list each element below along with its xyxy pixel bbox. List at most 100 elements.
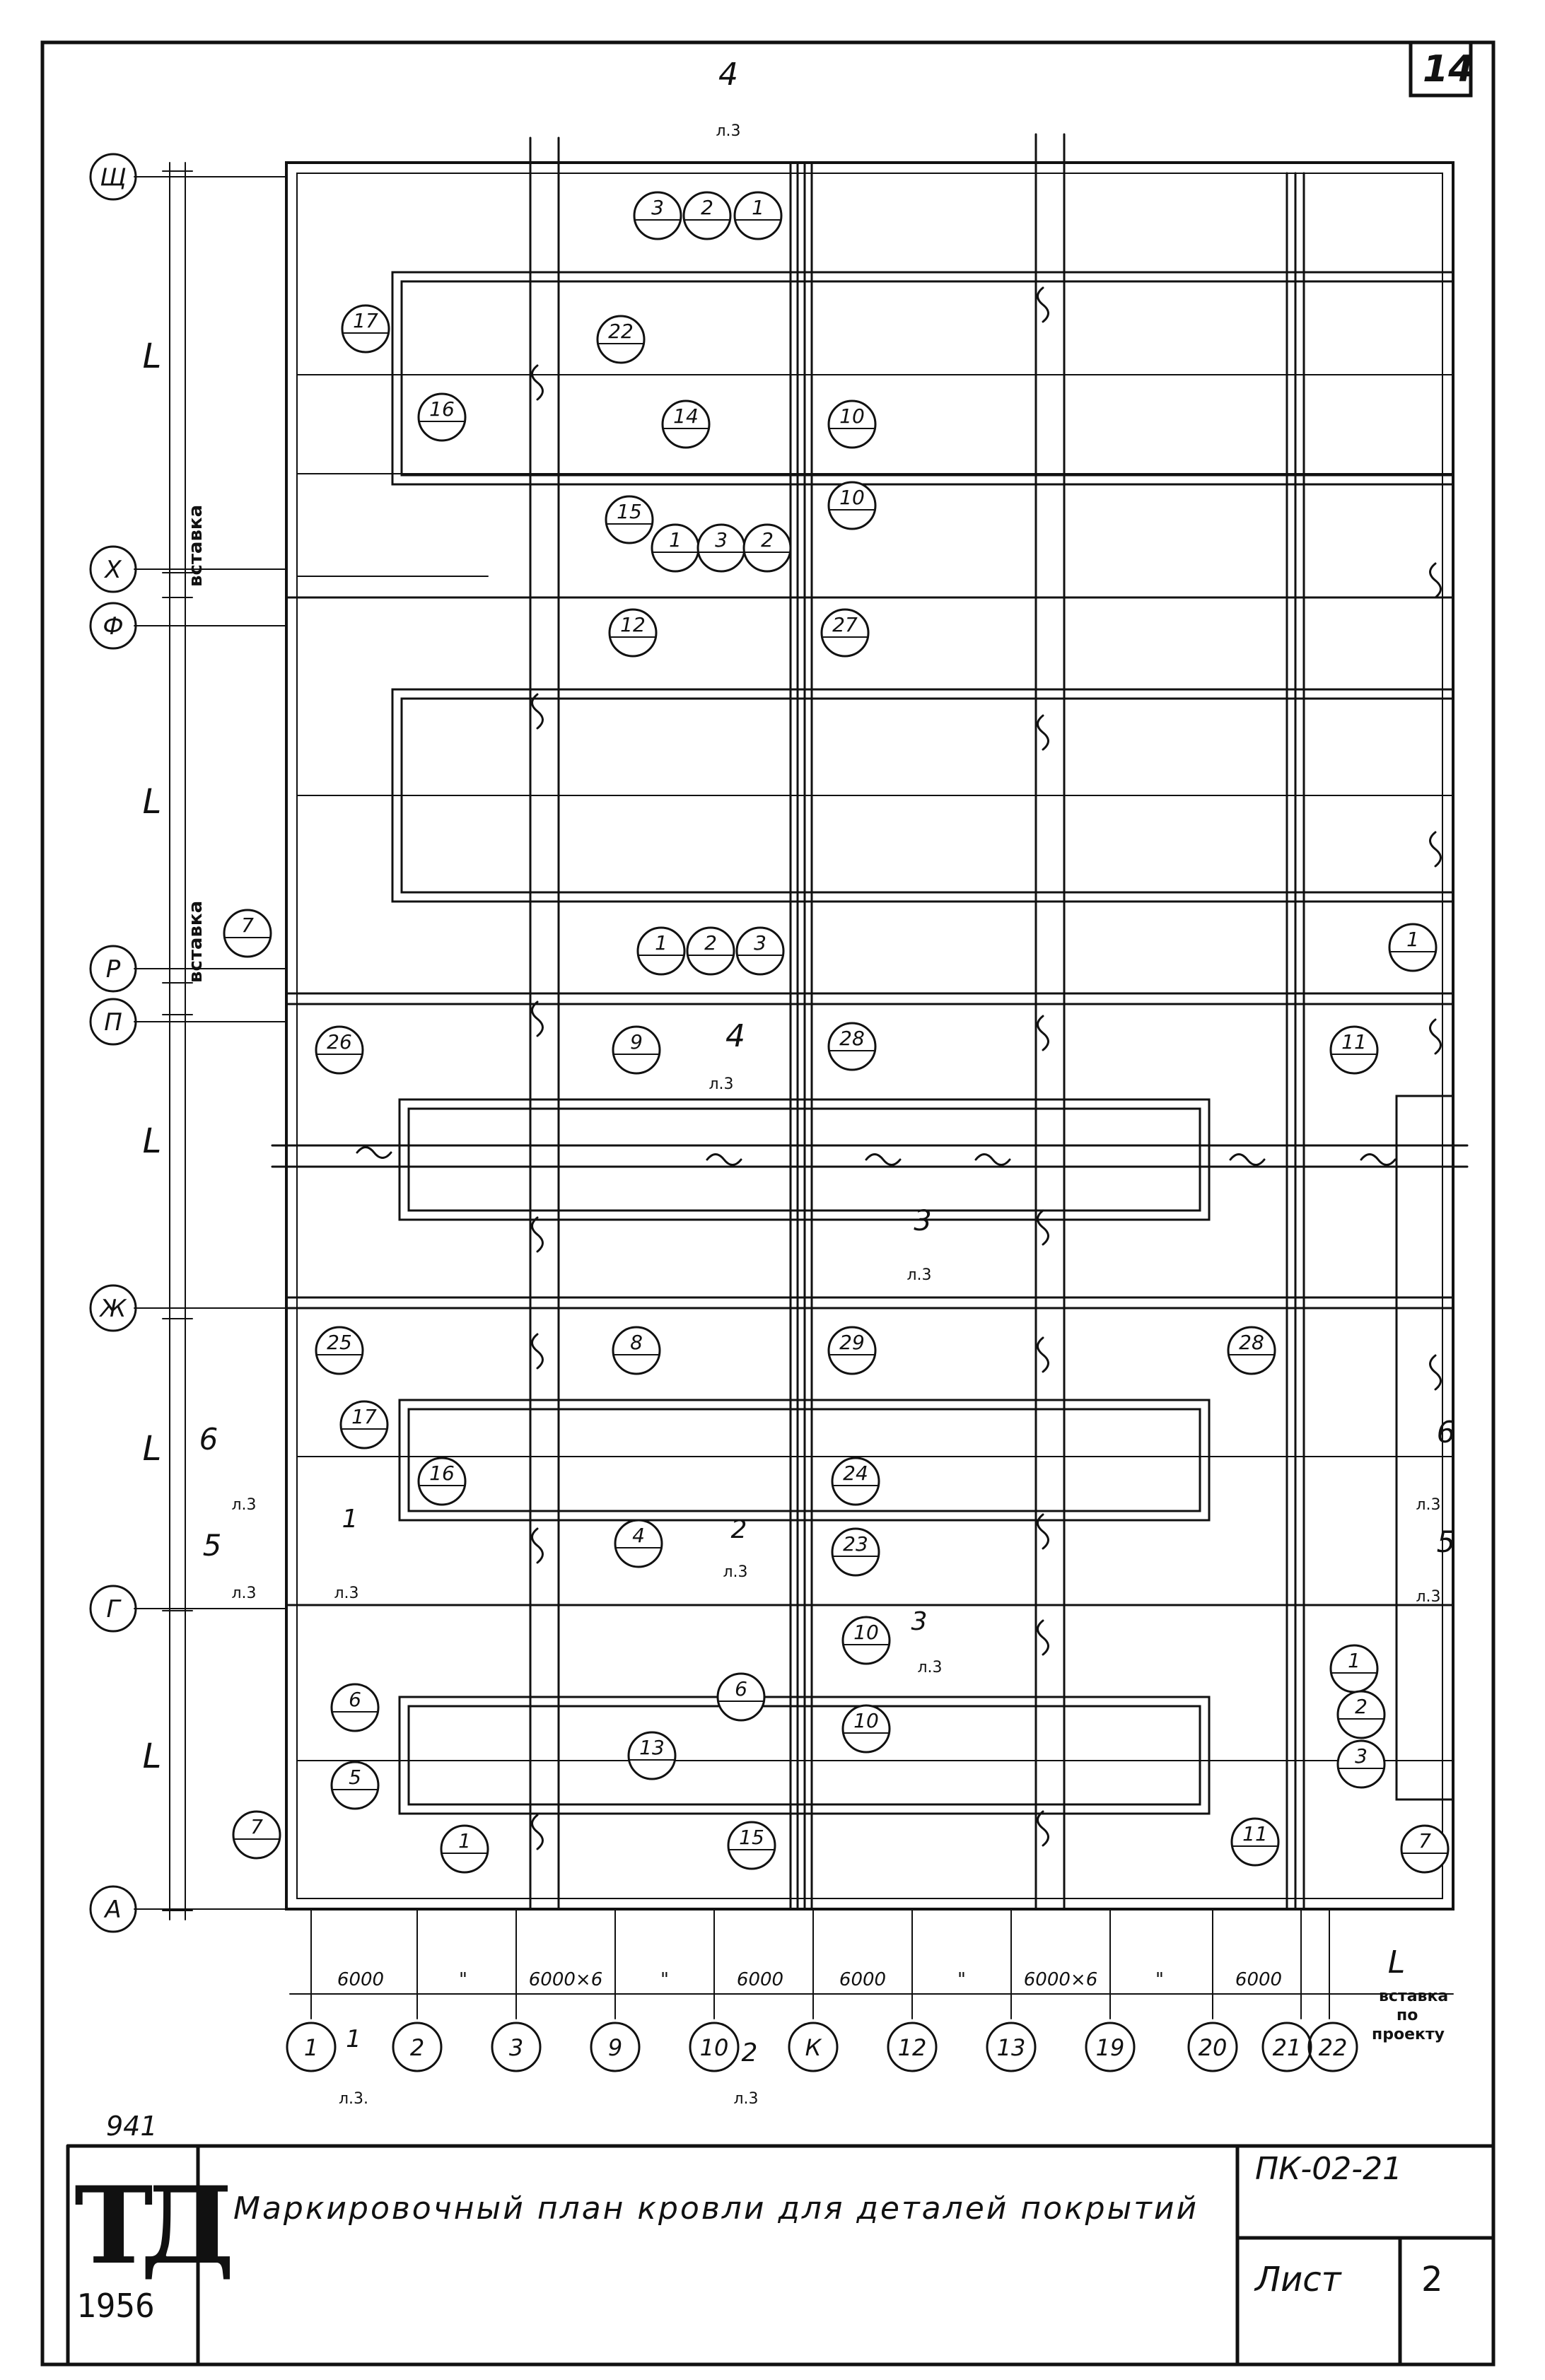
dimension-label: L bbox=[1388, 1944, 1406, 1981]
svg-text:4: 4 bbox=[718, 57, 738, 93]
part-mark-label: 16 bbox=[429, 397, 455, 421]
insert-note-line: по bbox=[1397, 2007, 1418, 2024]
break-line bbox=[271, 1144, 1469, 1168]
part-mark-bubble: 2 bbox=[682, 191, 732, 240]
part-mark-bubble: 2 bbox=[686, 926, 735, 976]
column-lines bbox=[529, 133, 1305, 1911]
svg-text:л.3: л.3 bbox=[709, 1075, 733, 1093]
row-axis-labels: Щ Х Ф Р П Ж Г А bbox=[99, 163, 127, 1924]
part-mark-bubble: 3 bbox=[633, 191, 682, 240]
part-mark-bubble: 1 bbox=[440, 1824, 489, 1874]
bottom-dimension bbox=[289, 1908, 1454, 2019]
part-mark-bubble: 1 bbox=[636, 926, 686, 976]
part-mark-label: 5 bbox=[349, 1766, 361, 1789]
publication-year: 1956 bbox=[76, 2287, 155, 2325]
part-mark-label: 9 bbox=[630, 1030, 643, 1054]
part-mark-bubble: 17 bbox=[341, 304, 390, 354]
part-mark-bubble: 5 bbox=[330, 1761, 380, 1810]
row-axis-label: А bbox=[103, 1896, 121, 1924]
section-marks: 4л.3 4л.3 3л.3 6л.3 5л.3 1л.3 2л.3 3л.3 … bbox=[199, 57, 1456, 2108]
part-mark-label: 3 bbox=[715, 528, 728, 552]
svg-text:5: 5 bbox=[203, 1528, 222, 1563]
part-mark-bubble: 3 bbox=[1336, 1739, 1386, 1789]
part-mark-label: 11 bbox=[1341, 1030, 1367, 1054]
part-mark-label: 1 bbox=[1348, 1649, 1360, 1672]
part-mark-label: 7 bbox=[241, 914, 254, 937]
part-mark-label: 10 bbox=[839, 404, 865, 428]
column-axis-label: 13 bbox=[997, 2034, 1026, 2061]
dimension-label: 6000×6 bbox=[1024, 1969, 1098, 1990]
insert-note-line: проекту bbox=[1372, 2026, 1445, 2043]
part-mark-label: 1 bbox=[1406, 928, 1419, 951]
span-label: L bbox=[143, 782, 162, 822]
part-mark-bubble: 6 bbox=[716, 1672, 766, 1722]
page-number-box bbox=[1409, 40, 1473, 98]
column-axis-labels: 1 2 3 9 10 К 12 13 19 20 21 22 bbox=[304, 2034, 1348, 2061]
section-mark: 3л.3 bbox=[906, 1205, 931, 1284]
part-mark-bubble: 25 bbox=[315, 1326, 364, 1375]
row-beams bbox=[285, 596, 1454, 1606]
part-mark-label: 2 bbox=[761, 528, 774, 552]
dimension-labels: 6000 " 6000×6 " 6000 6000 " 6000×6 " 600… bbox=[337, 1944, 1405, 1990]
dimension-label: 6000 bbox=[1235, 1969, 1282, 1990]
part-mark-label: 6 bbox=[349, 1688, 361, 1711]
row-axis-label: Г bbox=[107, 1595, 122, 1623]
part-mark-bubble: 10 bbox=[841, 1704, 891, 1754]
part-mark-label: 28 bbox=[839, 1027, 865, 1050]
part-mark-label: 11 bbox=[1242, 1822, 1268, 1845]
part-mark-bubble: 16 bbox=[417, 1457, 467, 1506]
column-axis-label: 10 bbox=[700, 2034, 729, 2061]
column-axis-label: 1 bbox=[304, 2034, 318, 2061]
part-mark-bubble: 6 bbox=[330, 1683, 380, 1732]
dimension-label: " bbox=[1155, 1969, 1164, 1990]
column-axis-label: 9 bbox=[608, 2034, 622, 2061]
part-mark-label: 3 bbox=[754, 931, 766, 955]
row-axis-leaders bbox=[134, 176, 287, 1910]
part-mark-label: 1 bbox=[458, 1829, 471, 1853]
row-axis-label: Р bbox=[106, 955, 121, 984]
column-axis-label: 20 bbox=[1199, 2034, 1228, 2061]
section-mark: 1л.3. bbox=[339, 2025, 368, 2108]
part-mark-bubble: 1 bbox=[1329, 1644, 1379, 1693]
part-mark-label: 7 bbox=[250, 1815, 263, 1838]
dimension-label: 6000×6 bbox=[529, 1969, 603, 1990]
part-mark-bubble: 3 bbox=[735, 926, 785, 976]
drawing-title: Маркировочный план кровли для деталей по… bbox=[233, 2191, 1199, 2227]
svg-text:л.3: л.3 bbox=[906, 1266, 931, 1284]
section-mark: 4л.3 bbox=[716, 57, 740, 140]
part-mark-bubble: 12 bbox=[608, 608, 658, 658]
span-label: L bbox=[143, 1121, 162, 1161]
section-mark: 5л.3 bbox=[1416, 1524, 1455, 1606]
column-axis-label: 3 bbox=[509, 2034, 523, 2061]
part-mark-bubble: 10 bbox=[827, 399, 877, 449]
sheet-frame bbox=[40, 40, 1496, 2367]
part-mark-bubble: 24 bbox=[831, 1457, 880, 1506]
dimension-label: 6000 bbox=[839, 1969, 886, 1990]
part-mark-bubble: 15 bbox=[605, 495, 654, 544]
row-axis-label: Щ bbox=[100, 163, 126, 192]
part-mark-bubble: 29 bbox=[827, 1326, 877, 1375]
part-mark-bubble: 26 bbox=[315, 1025, 364, 1075]
part-mark-bubble: 10 bbox=[827, 481, 877, 530]
dimension-label: " bbox=[459, 1969, 467, 1990]
svg-text:л.3: л.3 bbox=[1416, 1588, 1440, 1606]
part-mark-bubble: 1 bbox=[1388, 923, 1438, 972]
part-mark-label: 25 bbox=[327, 1331, 352, 1354]
section-mark: 6л.3 bbox=[1416, 1415, 1455, 1514]
part-mark-label: 12 bbox=[620, 613, 646, 636]
part-mark-bubble: 2 bbox=[1336, 1690, 1386, 1739]
part-mark-bubble: 14 bbox=[661, 399, 711, 449]
svg-text:4: 4 bbox=[725, 1018, 745, 1054]
part-mark-label: 10 bbox=[853, 1709, 879, 1732]
section-mark: 2л.3 bbox=[723, 1515, 747, 1581]
column-axis-label: 21 bbox=[1273, 2034, 1302, 2061]
part-mark-label: 3 bbox=[1355, 1744, 1368, 1768]
part-mark-bubble: 3 bbox=[696, 523, 746, 573]
dimension-label: " bbox=[957, 1969, 966, 1990]
dimension-label: " bbox=[660, 1969, 669, 1990]
section-mark: 1л.3 bbox=[334, 1505, 358, 1602]
row-axis-label: Ф bbox=[103, 612, 123, 641]
span-labels: L L L L L bbox=[143, 337, 162, 1776]
section-mark: 2л.3 bbox=[733, 2038, 758, 2108]
